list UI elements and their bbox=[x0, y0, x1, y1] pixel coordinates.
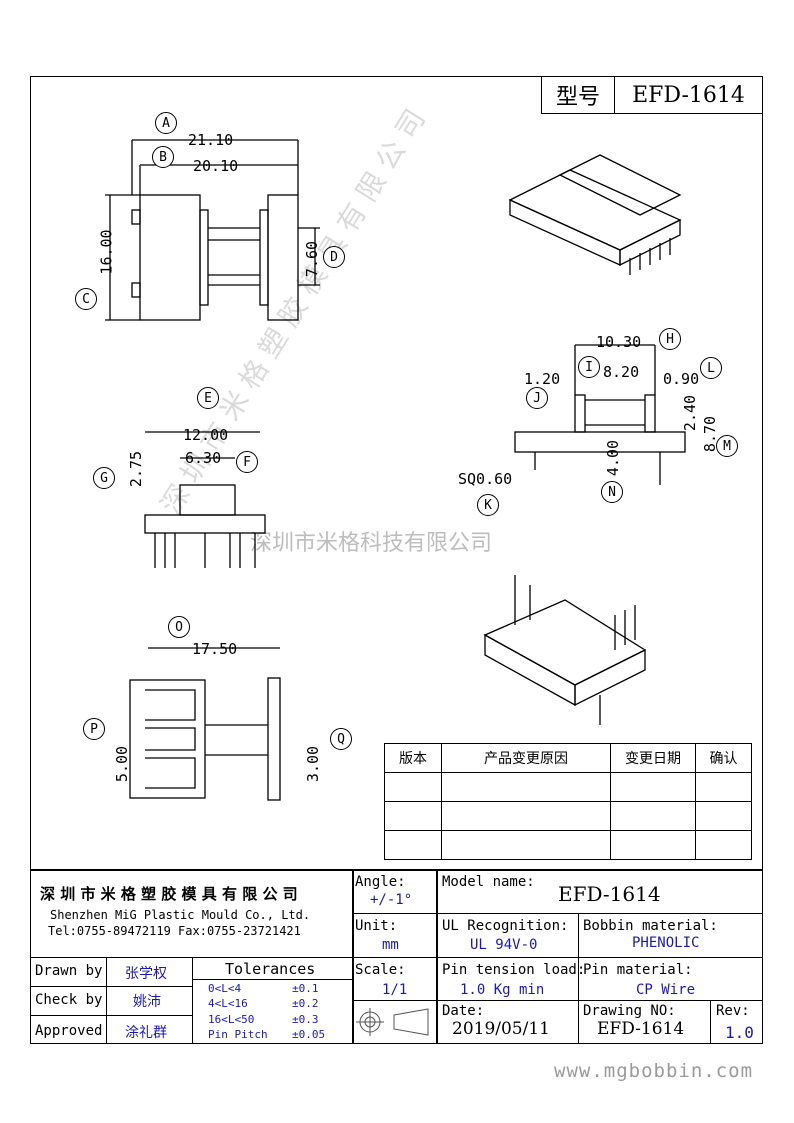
pin-tension-label: Pin tension load: bbox=[442, 962, 586, 978]
unit-label: Unit: bbox=[355, 918, 398, 934]
tol-range-4: Pin Pitch bbox=[208, 1028, 268, 1041]
rev-header-reason: 产品变更原因 bbox=[441, 743, 611, 773]
watermark-main: 深圳市米格科技有限公司 bbox=[250, 531, 493, 556]
drawing-no-label: Drawing NO: bbox=[583, 1003, 676, 1019]
label-f: F bbox=[236, 451, 258, 473]
approved-label: Approved bbox=[35, 1023, 103, 1039]
dim-k: SQ0.60 bbox=[458, 470, 513, 488]
scale-label: Scale: bbox=[355, 962, 406, 978]
tol-val-3: ±0.3 bbox=[292, 1013, 319, 1026]
label-n: N bbox=[601, 481, 623, 503]
model-box-value: EFD-1614 bbox=[632, 82, 745, 108]
dim-d: 7.60 bbox=[303, 240, 322, 278]
label-k: K bbox=[477, 494, 499, 516]
dim-l: 0.90 bbox=[663, 370, 700, 388]
model-name-value: EFD-1614 bbox=[558, 882, 661, 906]
label-p: P bbox=[83, 718, 105, 740]
tol-range-3: 16<L<50 bbox=[208, 1013, 255, 1026]
front-view-drawing bbox=[144, 431, 266, 568]
revision-table: 版本 产品变更原因 变更日期 确认 bbox=[384, 743, 752, 860]
model-box: 型号 EFD-1614 bbox=[541, 76, 763, 114]
pin-material-label: Pin material: bbox=[583, 962, 693, 978]
title-block: 深 圳 市 米 格 塑 胶 模 具 有 限 公 司 Shenzhen MiG P… bbox=[30, 869, 763, 1044]
dim-i: 8.20 bbox=[603, 363, 640, 381]
unit-value: mm bbox=[382, 937, 399, 953]
iso-view-top bbox=[508, 154, 682, 275]
drawing-frame bbox=[30, 76, 763, 1044]
dim-b: 20.10 bbox=[193, 157, 239, 175]
tol-val-4: ±0.05 bbox=[292, 1028, 326, 1041]
dim-e: 12.00 bbox=[183, 426, 229, 444]
dim-q: 3.00 bbox=[304, 745, 323, 783]
dim-f: 6.30 bbox=[185, 449, 222, 467]
rev-header-date: 变更日期 bbox=[610, 743, 696, 773]
model-box-label: 型号 bbox=[542, 77, 615, 113]
dim-c: 16.00 bbox=[97, 229, 116, 275]
dim-n: 4.00 bbox=[604, 439, 623, 477]
pin-material-value: CP Wire bbox=[636, 982, 696, 998]
date-label: Date: bbox=[442, 1003, 485, 1019]
drawn-label: Drawn by bbox=[35, 963, 103, 979]
model-name-label: Model name: bbox=[442, 874, 535, 890]
rev-label: Rev: bbox=[716, 1003, 750, 1019]
dim-g: 2.75 bbox=[127, 450, 146, 488]
tolerances-label: Tolerances bbox=[225, 960, 316, 978]
rev-header-confirm: 确认 bbox=[695, 743, 752, 773]
dim-a: 21.10 bbox=[188, 131, 234, 149]
dim-o: 17.50 bbox=[192, 640, 238, 658]
label-m: M bbox=[716, 435, 738, 457]
label-d: D bbox=[323, 246, 345, 268]
rev-header-version: 版本 bbox=[384, 743, 442, 773]
label-q: Q bbox=[330, 728, 352, 750]
drawn-value: 张学权 bbox=[125, 966, 167, 982]
label-i: I bbox=[578, 356, 600, 378]
iso-view-bottom bbox=[483, 575, 647, 725]
ul-value: UL 94V-0 bbox=[470, 937, 538, 953]
label-l: L bbox=[700, 357, 722, 379]
projection-symbol-icon bbox=[356, 1008, 429, 1036]
label-g: G bbox=[93, 467, 115, 489]
pin-tension-value: 1.0 Kg min bbox=[460, 982, 545, 998]
label-b: B bbox=[152, 146, 174, 168]
scale-value: 1/1 bbox=[382, 982, 408, 998]
angle-value: +/-1° bbox=[370, 892, 413, 908]
tol-val-1: ±0.1 bbox=[292, 982, 319, 995]
company-contact: Tel:0755-89472119 Fax:0755-23721421 bbox=[48, 924, 301, 938]
tol-val-2: ±0.2 bbox=[292, 997, 319, 1010]
bottom-view-drawing bbox=[129, 647, 281, 801]
label-c: C bbox=[75, 288, 97, 310]
bobbin-value: PHENOLIC bbox=[632, 935, 700, 951]
tol-range-1: 0<L<4 bbox=[208, 982, 242, 995]
company-name-cn: 深 圳 市 米 格 塑 胶 模 具 有 限 公 司 bbox=[40, 885, 298, 903]
date-value: 2019/05/11 bbox=[452, 1019, 550, 1039]
dim-j: 1.20 bbox=[524, 370, 561, 388]
tol-range-2: 4<L<16 bbox=[208, 997, 248, 1010]
check-value: 姚沛 bbox=[133, 994, 161, 1010]
label-h: H bbox=[659, 328, 681, 350]
side-view-right bbox=[514, 344, 686, 485]
dim-p: 5.00 bbox=[113, 745, 132, 783]
dim-l2: 2.40 bbox=[681, 394, 700, 432]
angle-label: Angle: bbox=[355, 874, 406, 890]
label-o: O bbox=[168, 616, 190, 638]
approved-value: 涂礼群 bbox=[125, 1025, 167, 1041]
dim-h: 10.30 bbox=[596, 333, 642, 351]
rev-value: 1.0 bbox=[725, 1023, 754, 1042]
company-name-en: Shenzhen MiG Plastic Mould Co., Ltd. bbox=[50, 908, 311, 922]
label-a: A bbox=[155, 112, 177, 134]
drawing-no-value: EFD-1614 bbox=[597, 1019, 685, 1039]
bobbin-label: Bobbin material: bbox=[583, 918, 718, 934]
check-label: Check by bbox=[35, 992, 103, 1008]
footer-url: www.mgbobbin.com bbox=[554, 1060, 754, 1082]
label-e: E bbox=[197, 387, 219, 409]
ul-label: UL Recognition: bbox=[442, 918, 569, 934]
label-j: J bbox=[526, 387, 548, 409]
